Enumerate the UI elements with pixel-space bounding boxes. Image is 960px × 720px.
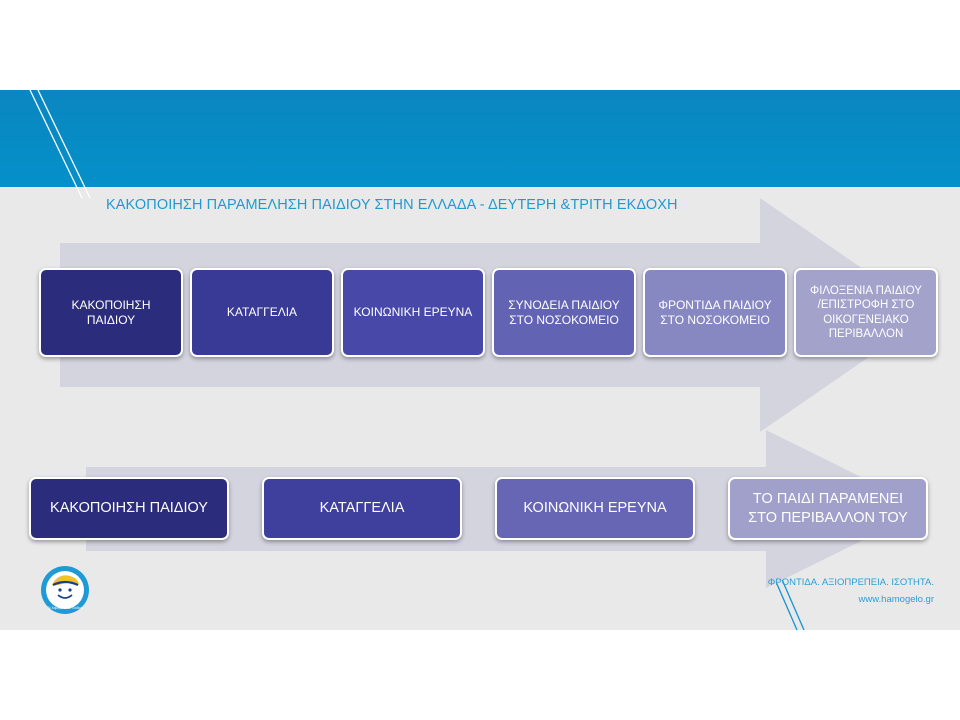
header-band [0,90,960,187]
slide-title: ΚΑΚΟΠΟΙΗΣΗ ΠΑΡΑΜΕΛΗΣΗ ΠΑΙΔΙΟΥ ΣΤΗΝ ΕΛΛΑΔ… [106,197,678,213]
step-label-line: ΟΙΚΟΓΕΝΕΙΑΚΟ [823,313,909,326]
step-label-line: ΚΑΚΟΠΟΙΗΣΗ [71,297,151,312]
step-label-line: ΚΟΙΝΩΝΙΚΗ ΕΡΕΥΝΑ [523,500,667,517]
step-label-line: ΣΥΝΟΔΕΙΑ ΠΑΙΔΙΟΥ [508,297,620,312]
step-label-line: /ΕΠΙΣΤΡΟΦΗ ΣΤΟ [817,299,915,312]
flow-step-foster-return: ΦΙΛΟΞΕΝΙΑ ΠΑΙΔΙΟΥ /ΕΠΙΣΤΡΟΦΗ ΣΤΟ ΟΙΚΟΓΕΝ… [794,268,938,357]
step-label-line: ΚΑΤΑΓΓΕΛΙΑ [226,305,298,319]
flow-step-social-research-alt: ΚΟΙΝΩΝΙΚΗ ΕΡΕΥΝΑ [495,477,695,540]
smiling-child-logo-icon: Το Χαμόγελο του Παιδιού [41,566,89,614]
step-label-line: ΠΕΡΙΒΑΛΛΟΝ [828,327,904,340]
flow-step-report-alt: ΚΑΤΑΓΓΕΛΙΑ [262,477,462,540]
step-label-line: ΤΟ ΠΑΙΔΙ ΠΑΡΑΜΕΝΕΙ [752,491,904,508]
step-label-line: ΚΑΚΟΠΟΙΗΣΗ ΠΑΙΔΙΟΥ [50,500,208,517]
flow-step-social-research: ΚΟΙΝΩΝΙΚΗ ΕΡΕΥΝΑ [341,268,485,357]
step-label-line: ΣΤΟ ΝΟΣΟΚΟΜΕΙΟ [660,312,770,327]
flow-step-report: ΚΑΤΑΓΓΕΛΙΑ [190,268,334,357]
step-label-line: ΚΑΤΑΓΓΕΛΙΑ [319,500,405,517]
footer-tagline: ΦΡΟΝΤΙΔΑ. ΑΞΙΟΠΡΕΠΕΙΑ. ΙΣΟΤΗΤΑ. [767,577,934,588]
step-label-line: ΣΤΟ ΠΕΡΙΒΑΛΛΟΝ ΤΟΥ [748,509,908,526]
flow-step-child-abuse-alt: ΚΑΚΟΠΟΙΗΣΗ ΠΑΙΔΙΟΥ [29,477,229,540]
step-label-line: ΠΑΙΔΙΟΥ [86,312,136,327]
step-label-line: ΚΟΙΝΩΝΙΚΗ ΕΡΕΥΝΑ [353,305,473,319]
logo-text: Το Χαμόγελο του Παιδιού [47,606,83,610]
slide: ΚΑΚΟΠΟΙΗΣΗ ΠΑΡΑΜΕΛΗΣΗ ΠΑΙΔΙΟΥ ΣΤΗΝ ΕΛΛΑΔ… [0,90,960,630]
step-label-line: ΦΡΟΝΤΙΔΑ ΠΑΙΔΙΟΥ [658,297,772,312]
step-label-line: ΦΙΛΟΞΕΝΙΑ ΠΑΙΔΙΟΥ [810,284,922,297]
footer-website[interactable]: www.hamogelo.gr [858,594,934,605]
step-label-line: ΣΤΟ ΝΟΣΟΚΟΜΕΙΟ [509,312,619,327]
